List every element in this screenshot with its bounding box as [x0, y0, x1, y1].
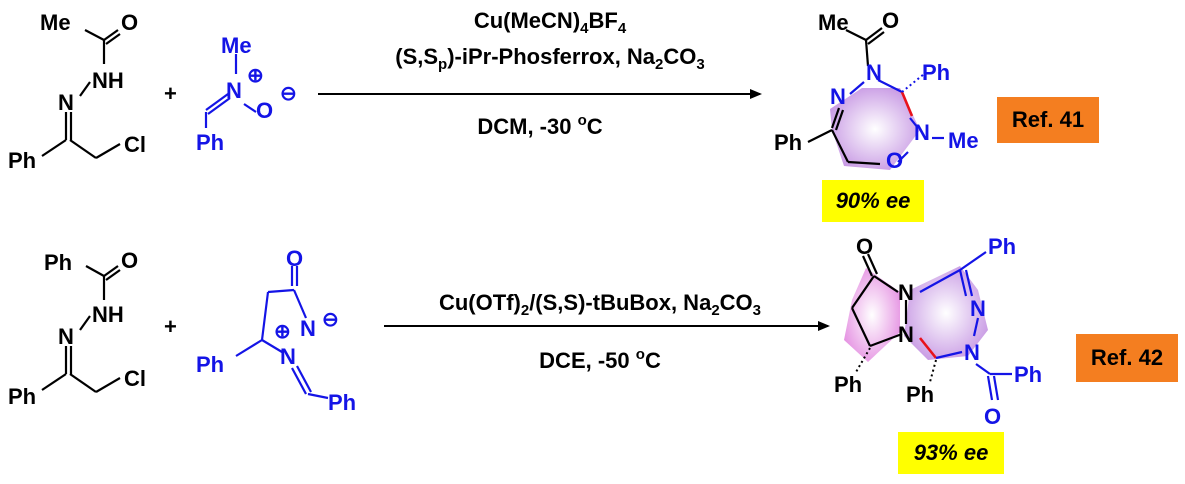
r2-p-o-benz: O	[984, 404, 1001, 429]
r1-h-nh: NH	[92, 68, 124, 93]
r2-y-ph-left: Ph	[196, 352, 224, 377]
r2-p-ph-top: Ph	[988, 234, 1016, 259]
r2-hydrazone	[41, 265, 121, 393]
r1-h-cl: Cl	[124, 132, 146, 157]
r2-product-bonds	[851, 253, 908, 348]
r2-product-blue-bonds	[919, 251, 1012, 401]
r1-n-o: O	[256, 98, 273, 123]
r2-p-o: O	[856, 234, 873, 259]
r2-h-ph2: Ph	[8, 384, 36, 409]
r2-p-n1: N	[898, 280, 914, 305]
r1-p-me: Me	[818, 10, 849, 35]
r1-plus: +	[164, 81, 177, 106]
r2-p-n4: N	[964, 340, 980, 365]
r1-p-me-n: Me	[948, 128, 979, 153]
ref-41-badge: Ref. 41	[997, 97, 1099, 143]
r2-y-n-plus: N	[280, 344, 296, 369]
r1-n-plus: ⊕	[247, 65, 264, 87]
r1-p-o-ring: O	[886, 148, 903, 173]
r2-y-plus: ⊕	[274, 321, 291, 343]
r1-product-bonds	[807, 27, 885, 166]
r2-h-o: O	[121, 248, 138, 273]
r2-y-o: O	[286, 246, 303, 271]
r2-y-minus: ⊖	[322, 309, 339, 331]
r1-p-o: O	[882, 8, 899, 33]
r1-p-n-me: N	[914, 120, 930, 145]
r1-catalyst: Cu(MeCN)4BF4	[473, 8, 627, 37]
r2-h-cl: Cl	[124, 366, 146, 391]
r1-h-o: O	[121, 10, 138, 35]
r2-p-n3: N	[970, 296, 986, 321]
r1-p-n2: N	[830, 84, 846, 109]
r2-p-ph-b: Ph	[906, 382, 934, 407]
r1-ligand-base: (S,Sp)-iPr-Phosferrox, Na2CO3	[395, 44, 705, 73]
r2-catalyst-base: Cu(OTf)2/(S,S)-tBuBox, Na2CO3	[438, 290, 761, 319]
r1-n-minus: ⊖	[280, 83, 297, 105]
ref-42-badge: Ref. 42	[1076, 334, 1178, 382]
r2-y-n-minus: N	[300, 316, 316, 341]
r2-plus: +	[164, 314, 177, 339]
r1-solvent-temp: DCM, -30 oC	[477, 112, 603, 139]
r1-n-ph: Ph	[196, 130, 224, 155]
ee-90-badge: 90% ee	[822, 180, 924, 222]
r2-h-nh: NH	[92, 302, 124, 327]
r1-hydrazone	[41, 29, 121, 159]
r2-ylide	[235, 266, 329, 400]
r1-product-ring	[830, 88, 920, 170]
r1-p-n1: N	[866, 60, 882, 85]
r1-nitrone	[204, 54, 257, 128]
r2-solvent-temp: DCE, -50 oC	[539, 346, 661, 373]
r2-h-ph: Ph	[44, 250, 72, 275]
r1-p-ph-left: Ph	[774, 130, 802, 155]
r2-product-ring5	[844, 268, 900, 362]
r1-n-n: N	[226, 78, 242, 103]
r2-p-ph-a: Ph	[834, 372, 862, 397]
r2-p-n2: N	[898, 322, 914, 347]
r2-h-n: N	[58, 324, 74, 349]
ee-93-badge: 93% ee	[898, 432, 1004, 474]
r2-p-ph-c: Ph	[1014, 362, 1042, 387]
r1-h-n: N	[58, 90, 74, 115]
r1-h-me: Me	[40, 10, 71, 35]
r1-n-me: Me	[221, 33, 252, 58]
r1-h-ph: Ph	[8, 148, 36, 173]
r1-p-ph-top: Ph	[922, 60, 950, 85]
r2-y-ph-right: Ph	[328, 390, 356, 415]
r1-product-blue-bonds	[849, 79, 944, 163]
